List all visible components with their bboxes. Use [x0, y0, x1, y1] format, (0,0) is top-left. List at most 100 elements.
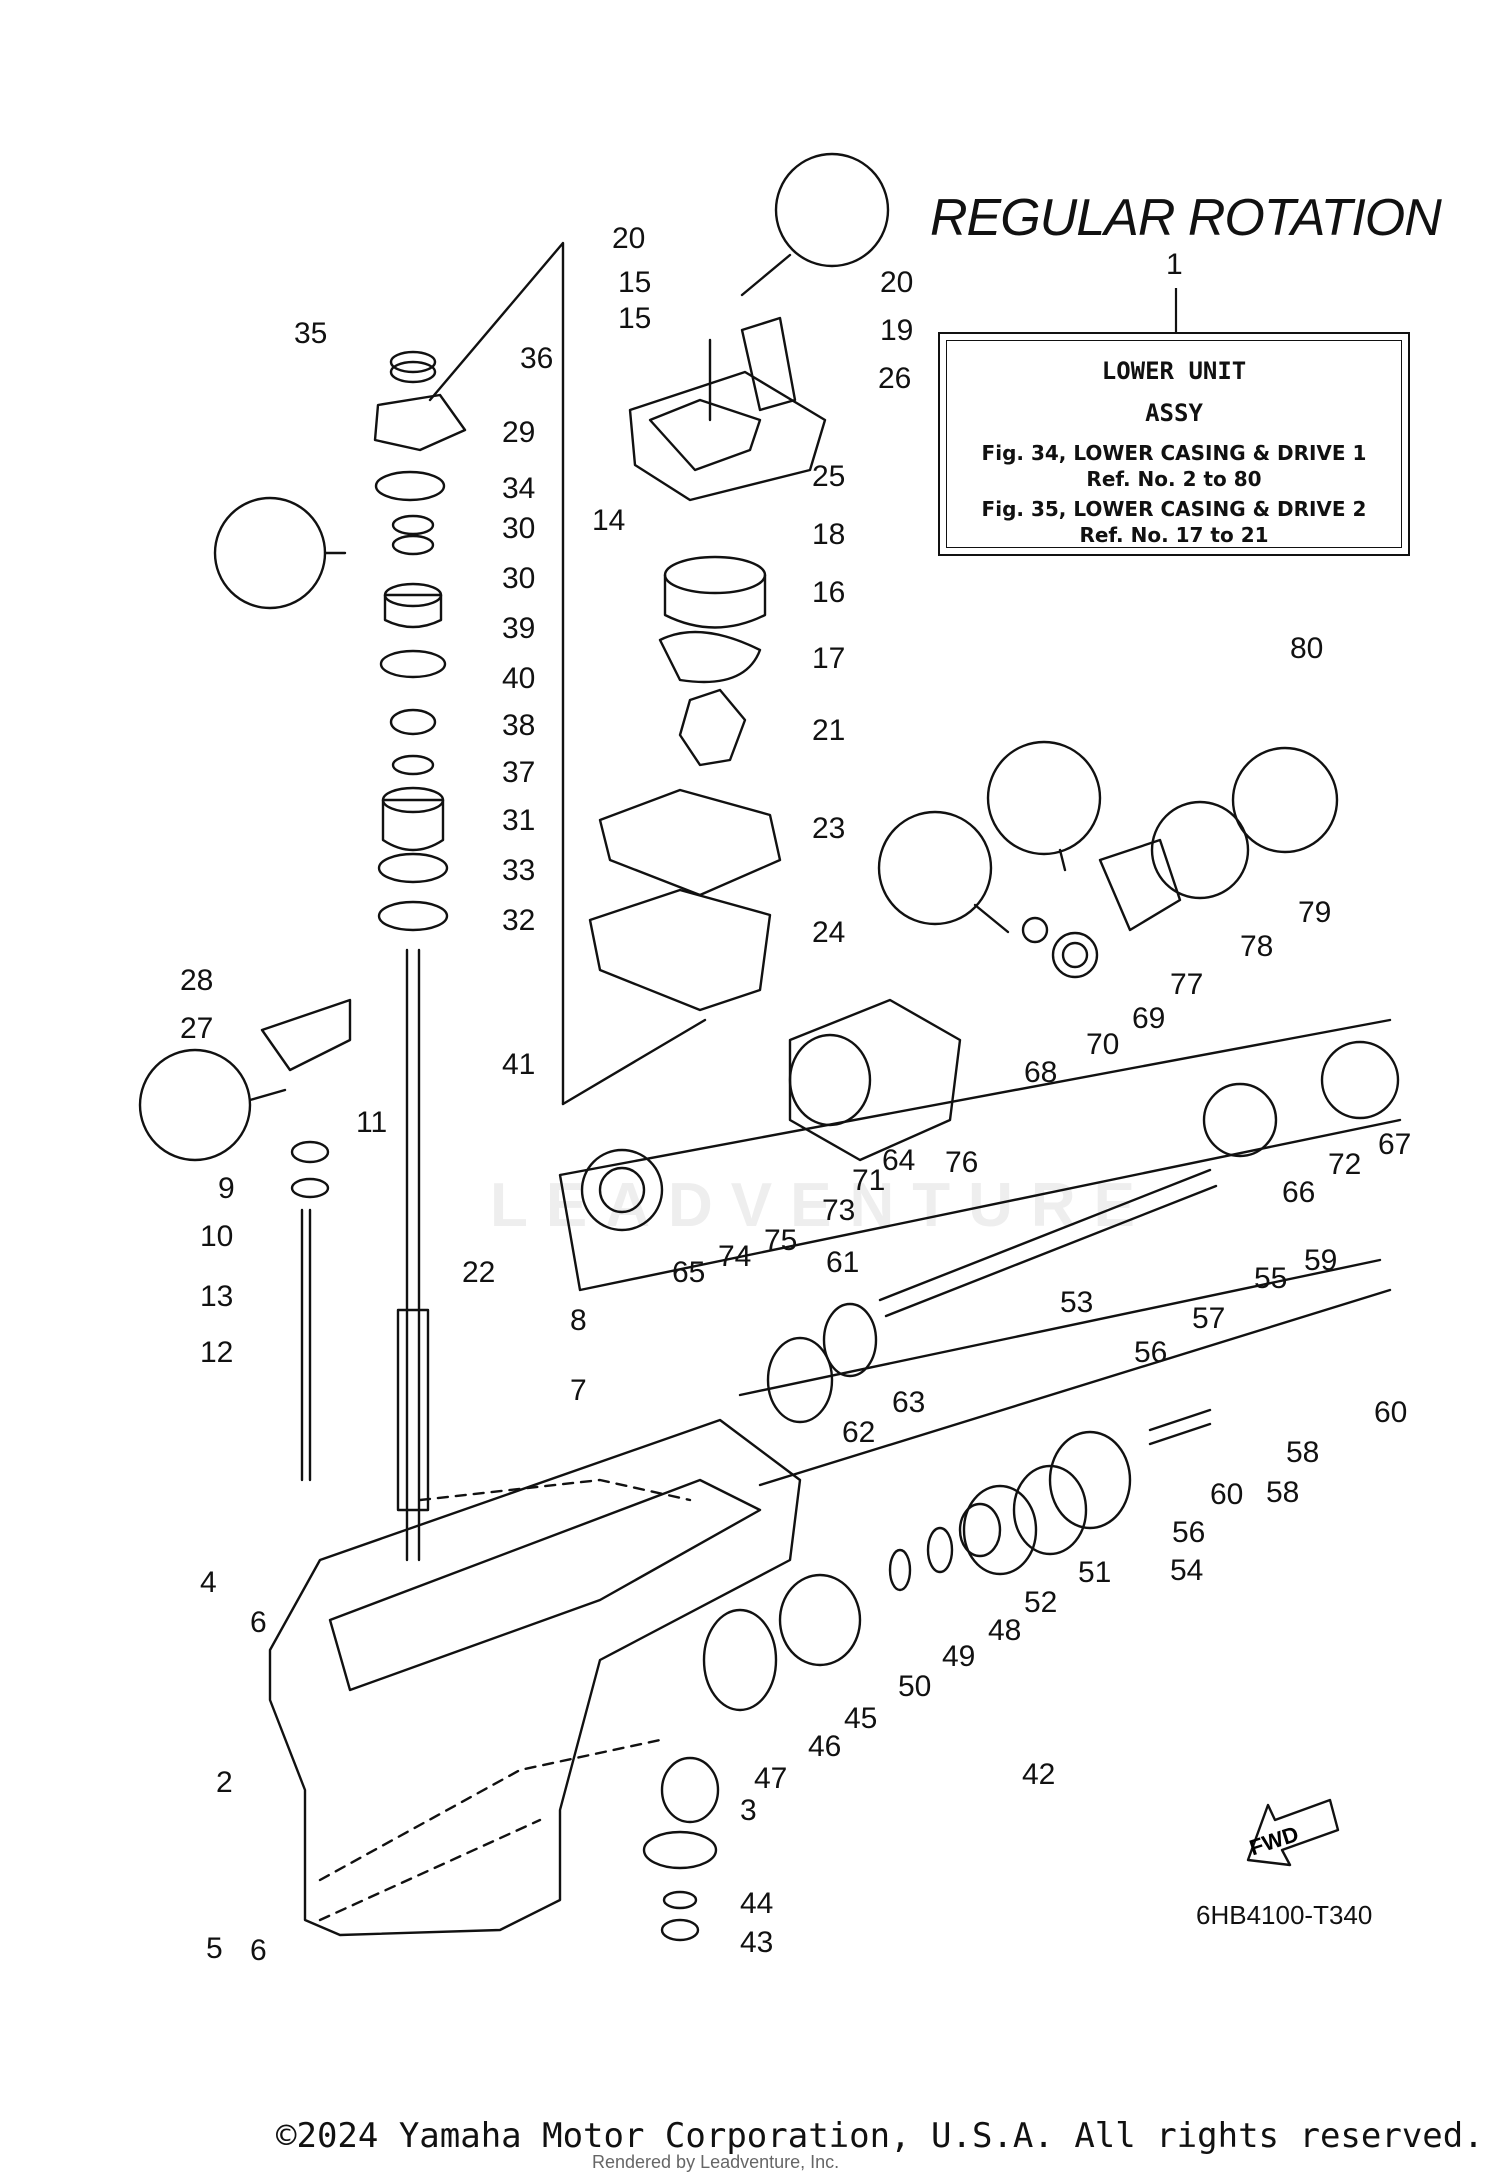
callout-5: 5: [206, 1932, 223, 1965]
callout-45: 45: [844, 1702, 877, 1735]
callout-62: 62: [842, 1416, 875, 1449]
callout-67: 67: [1378, 1128, 1411, 1161]
pump-housing: [628, 370, 827, 502]
callout-12: 12: [200, 1336, 233, 1369]
info-line-5: Fig. 35, LOWER CASING & DRIVE 2: [981, 497, 1367, 521]
callout-66: 66: [1282, 1176, 1315, 1209]
callout-60: 60: [1374, 1396, 1407, 1429]
callout-36: 36: [520, 342, 553, 375]
callout-42: 42: [1022, 1758, 1055, 1791]
callout-31: 31: [502, 804, 535, 837]
info-line-3: Fig. 34, LOWER CASING & DRIVE 1: [981, 441, 1367, 465]
callout-33: 33: [502, 854, 535, 887]
callout-8: 8: [570, 1304, 587, 1337]
callout-75: 75: [764, 1224, 797, 1257]
callout-7: 7: [570, 1374, 587, 1407]
callout-56: 56: [1172, 1516, 1205, 1549]
driveshaft: [405, 948, 421, 1562]
callout-79: 79: [1298, 896, 1331, 929]
callout-48: 48: [988, 1614, 1021, 1647]
info-box: LOWER UNIT ASSY Fig. 34, LOWER CASING & …: [938, 332, 1410, 556]
callout-57: 57: [1192, 1302, 1225, 1335]
callout-22: 22: [462, 1256, 495, 1289]
callout-24: 24: [812, 916, 845, 949]
callout-30: 30: [502, 562, 535, 595]
callout-29: 29: [502, 416, 535, 449]
callout-56: 56: [1134, 1336, 1167, 1369]
callout-58: 58: [1286, 1436, 1319, 1469]
shift-rod: [300, 1208, 312, 1482]
callout-69: 69: [1132, 1002, 1165, 1035]
callout-54: 54: [1170, 1554, 1203, 1587]
callout-78: 78: [1240, 930, 1273, 963]
fwd-label: FWD: [1246, 1821, 1301, 1860]
callout-72: 72: [1328, 1148, 1361, 1181]
impeller: [678, 688, 747, 767]
callout-47: 47: [754, 1762, 787, 1795]
callout-6: 6: [250, 1934, 267, 1967]
callout-6: 6: [250, 1606, 267, 1639]
callout-30: 30: [502, 512, 535, 545]
copyright-notice: ©2024 Yamaha Motor Corporation, U.S.A. A…: [276, 2116, 1484, 2156]
callout-10: 10: [200, 1220, 233, 1253]
callout-60: 60: [1210, 1478, 1243, 1511]
callout-28: 28: [180, 964, 213, 997]
callout-46: 46: [808, 1730, 841, 1763]
callout-26: 26: [878, 362, 911, 395]
callout-35: 35: [294, 317, 327, 350]
info-line-4: Ref. No. 2 to 80: [1086, 467, 1262, 491]
callout-17: 17: [812, 642, 845, 675]
bushing-plate: [373, 393, 467, 452]
info-line-2: ASSY: [1145, 399, 1203, 427]
callout-53: 53: [1060, 1286, 1093, 1319]
callout-32: 32: [502, 904, 535, 937]
callout-51: 51: [1078, 1556, 1111, 1589]
callout-64: 64: [882, 1144, 915, 1177]
callout-40: 40: [502, 662, 535, 695]
callout-14: 14: [592, 504, 625, 537]
outer-plate: [598, 788, 782, 897]
callout-80: 80: [1290, 632, 1323, 665]
diagram-title: REGULAR ROTATION: [930, 189, 1442, 247]
callout-11: 11: [356, 1106, 387, 1139]
info-line-6: Ref. No. 17 to 21: [1079, 523, 1269, 547]
watermark: LEADVENTURE: [490, 1171, 1154, 1240]
callout-50: 50: [898, 1670, 931, 1703]
callout-68: 68: [1024, 1056, 1057, 1089]
callout-3: 3: [740, 1794, 757, 1827]
assembly-ref-number: 1: [1166, 248, 1183, 281]
callout-71: 71: [852, 1164, 885, 1197]
callout-15: 15: [618, 266, 651, 299]
callout-44: 44: [740, 1887, 773, 1920]
info-line-1: LOWER UNIT: [1101, 357, 1247, 385]
callout-73: 73: [822, 1194, 855, 1227]
gasket: [588, 888, 772, 1012]
callout-23: 23: [812, 812, 845, 845]
callout-37: 37: [502, 756, 535, 789]
callout-52: 52: [1024, 1586, 1057, 1619]
callout-58: 58: [1266, 1476, 1299, 1509]
callout-63: 63: [892, 1386, 925, 1419]
callout-34: 34: [502, 472, 535, 505]
callout-25: 25: [812, 460, 845, 493]
callout-16: 16: [812, 576, 845, 609]
callout-18: 18: [812, 518, 845, 551]
callout-61: 61: [826, 1246, 859, 1279]
callout-20: 20: [880, 266, 913, 299]
callout-76: 76: [945, 1146, 978, 1179]
fwd-arrow-shape: [1246, 1798, 1340, 1867]
bearing-housing: [788, 998, 962, 1162]
callout-65: 65: [672, 1256, 705, 1289]
callout-15: 15: [618, 302, 651, 335]
callout-43: 43: [740, 1926, 773, 1959]
callout-38: 38: [502, 709, 535, 742]
callout-27: 27: [180, 1012, 213, 1045]
callout-59: 59: [1304, 1244, 1337, 1277]
callout-2: 2: [216, 1766, 233, 1799]
diagram-code: 6HB4100-T340: [1196, 1900, 1373, 1930]
bracket-line: [428, 241, 565, 1106]
rendered-by: Rendered by Leadventure, Inc.: [592, 2152, 840, 2172]
detail-circle-top: [774, 152, 890, 268]
